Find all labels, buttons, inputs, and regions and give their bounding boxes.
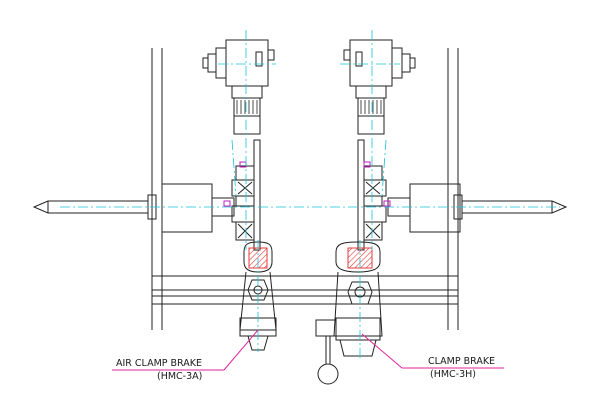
right-callout-model: (HMC-3H) [430,369,476,380]
right-clamp-brake [315,241,383,385]
centerlines [60,30,560,358]
left-spindle [32,183,235,233]
fastener-marks [223,161,391,207]
callout-leaders [112,329,504,371]
right-callout-title: CLAMP BRAKE [428,356,495,367]
left-callout-title: AIR CLAMP BRAKE [116,358,202,369]
left-callout-model: (HMC-3A) [157,371,202,382]
machine-frame [151,48,459,330]
right-spindle [387,183,568,233]
left-gear-motor [202,39,275,135]
right-leader-line [361,333,403,369]
right-gear-motor [343,39,416,135]
left-leader-line [223,329,259,371]
